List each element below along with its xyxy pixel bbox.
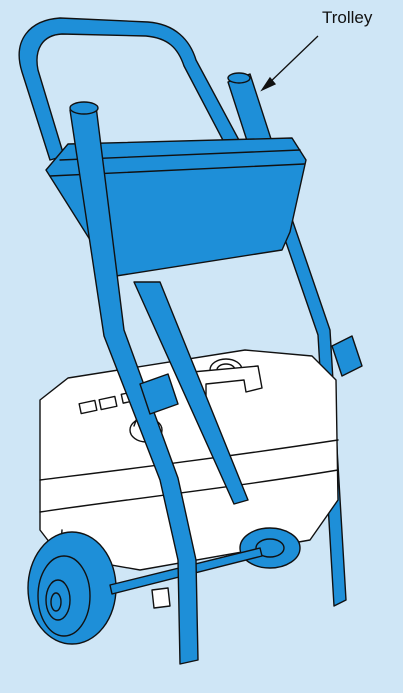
callout-arrow <box>262 36 318 90</box>
front-foot <box>152 588 170 608</box>
trolley-label: Trolley <box>322 8 372 28</box>
clamp-right <box>332 336 362 376</box>
tube-cap-left <box>70 102 98 114</box>
wheel-front <box>28 532 116 644</box>
handle-loop <box>19 18 240 160</box>
